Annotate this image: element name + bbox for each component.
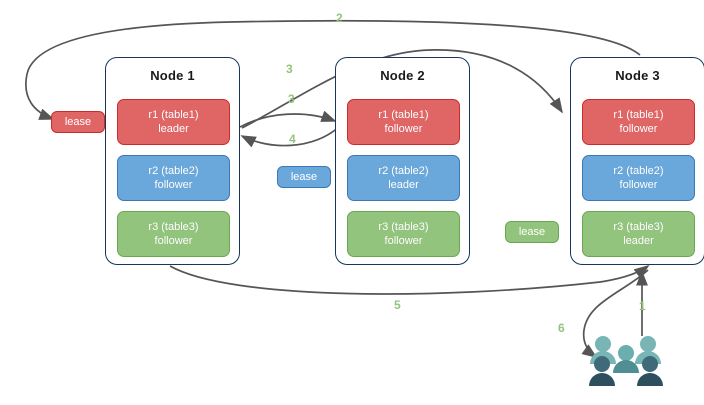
node3-replica-r3[interactable]: r3 (table3) leader: [582, 211, 695, 257]
node1-replica-r3[interactable]: r3 (table3) follower: [117, 211, 230, 257]
node-card-node1[interactable]: Node 1 r1 (table1) leader r2 (table2) fo…: [105, 57, 240, 265]
step-label-1: 1: [639, 299, 646, 313]
node2-replica-r2[interactable]: r2 (table2) leader: [347, 155, 460, 201]
edge-5: [169, 264, 650, 295]
step-label-6: 6: [558, 321, 565, 335]
node2-replica-r2-role: leader: [388, 179, 419, 191]
step-label-3a: 3: [286, 62, 293, 76]
node-card-node2[interactable]: Node 2 r1 (table1) follower r2 (table2) …: [335, 57, 470, 265]
node2-replica-r2-name: r2 (table2): [378, 165, 429, 177]
node1-replica-r2-role: follower: [154, 179, 193, 191]
step-label-2: 2: [336, 11, 343, 25]
node3-replica-r1-name: r1 (table1): [613, 109, 664, 121]
lease-badge-green[interactable]: lease: [505, 221, 559, 243]
node3-replica-r2-name: r2 (table2): [613, 165, 664, 177]
node2-title: Node 2: [380, 68, 425, 83]
node1-replica-r1[interactable]: r1 (table1) leader: [117, 99, 230, 145]
node2-replica-r3-role: follower: [384, 235, 423, 247]
node1-replica-r3-role: follower: [154, 235, 193, 247]
node3-replica-r1-role: follower: [619, 123, 658, 135]
node1-replica-r2-name: r2 (table2): [148, 165, 199, 177]
node2-replica-r1[interactable]: r1 (table1) follower: [347, 99, 460, 145]
node3-replica-r3-role: leader: [623, 235, 654, 247]
lease-badge-red[interactable]: lease: [51, 111, 105, 133]
node3-title: Node 3: [615, 68, 660, 83]
node3-replica-r2-role: follower: [619, 179, 658, 191]
node3-replica-r2[interactable]: r2 (table2) follower: [582, 155, 695, 201]
users-icon: [589, 336, 663, 386]
lease-badge-blue[interactable]: lease: [277, 166, 331, 188]
node1-replica-r1-role: leader: [158, 123, 189, 135]
node1-title: Node 1: [150, 68, 195, 83]
node1-replica-r3-name: r3 (table3): [148, 221, 199, 233]
node3-replica-r3-name: r3 (table3): [613, 221, 664, 233]
edge-3-short: [239, 110, 337, 128]
node2-replica-r1-name: r1 (table1): [378, 109, 429, 121]
step-label-3b: 3: [288, 92, 295, 106]
step-label-5: 5: [394, 298, 401, 312]
node1-replica-r1-name: r1 (table1): [148, 109, 199, 121]
node-card-node3[interactable]: Node 3 r1 (table1) follower r2 (table2) …: [570, 57, 704, 265]
step-label-4: 4: [289, 132, 296, 146]
node1-replica-r2[interactable]: r2 (table2) follower: [117, 155, 230, 201]
node3-replica-r1[interactable]: r1 (table1) follower: [582, 99, 695, 145]
node2-replica-r1-role: follower: [384, 123, 423, 135]
node2-replica-r3[interactable]: r3 (table3) follower: [347, 211, 460, 257]
node2-replica-r3-name: r3 (table3): [378, 221, 429, 233]
